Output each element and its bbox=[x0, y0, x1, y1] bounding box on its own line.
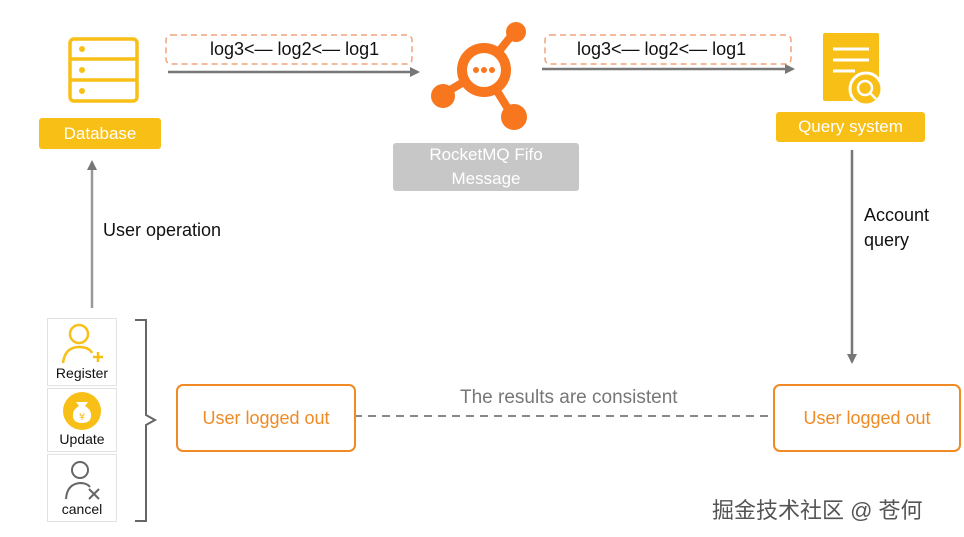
money-bag-icon: ¥ bbox=[63, 392, 101, 430]
log-sequence-box-left bbox=[165, 34, 413, 65]
operation-update-label: Update bbox=[59, 431, 105, 447]
operation-register: Register bbox=[47, 318, 117, 386]
consistency-label: The results are consistent bbox=[460, 387, 678, 408]
operation-update: ¥ Update bbox=[47, 388, 117, 452]
operation-cancel-label: cancel bbox=[61, 501, 103, 517]
result-box-left: User logged out bbox=[176, 384, 356, 452]
watermark: 掘金技术社区 @ 苍何 bbox=[712, 498, 923, 523]
query-system-label-text: Query system bbox=[798, 117, 903, 136]
log-sequence-left: log3<— log2<— log1 bbox=[210, 39, 380, 59]
operation-cancel: cancel bbox=[47, 454, 117, 522]
log-sequence-right: log3<— log2<— log1 bbox=[577, 39, 747, 59]
svg-text:¥: ¥ bbox=[79, 412, 85, 423]
result-box-left-text: User logged out bbox=[202, 407, 330, 428]
rocketmq-icon bbox=[431, 22, 527, 130]
rocketmq-label: RocketMQ Fifo Message bbox=[393, 143, 579, 191]
user-operation-label: User operation bbox=[103, 220, 222, 240]
operation-register-label: Register bbox=[55, 365, 109, 381]
query-document-icon bbox=[823, 33, 884, 107]
operations-bracket bbox=[135, 319, 158, 522]
rocketmq-label-line1: RocketMQ Fifo bbox=[429, 145, 543, 164]
database-label: Database bbox=[39, 118, 161, 149]
result-box-right: User logged out bbox=[773, 384, 961, 452]
result-box-right-text: User logged out bbox=[803, 407, 931, 428]
account-query-label: Account query bbox=[864, 203, 929, 253]
rocketmq-label-line2: Message bbox=[451, 169, 521, 188]
database-label-text: Database bbox=[63, 123, 137, 143]
account-query-line1: Account bbox=[864, 205, 930, 225]
log-sequence-box-right bbox=[544, 34, 792, 65]
query-system-label: Query system bbox=[776, 112, 925, 142]
user-cancel-icon bbox=[65, 461, 100, 500]
database-icon bbox=[68, 37, 139, 103]
user-add-icon bbox=[61, 323, 103, 364]
account-query-line2: query bbox=[864, 230, 910, 250]
